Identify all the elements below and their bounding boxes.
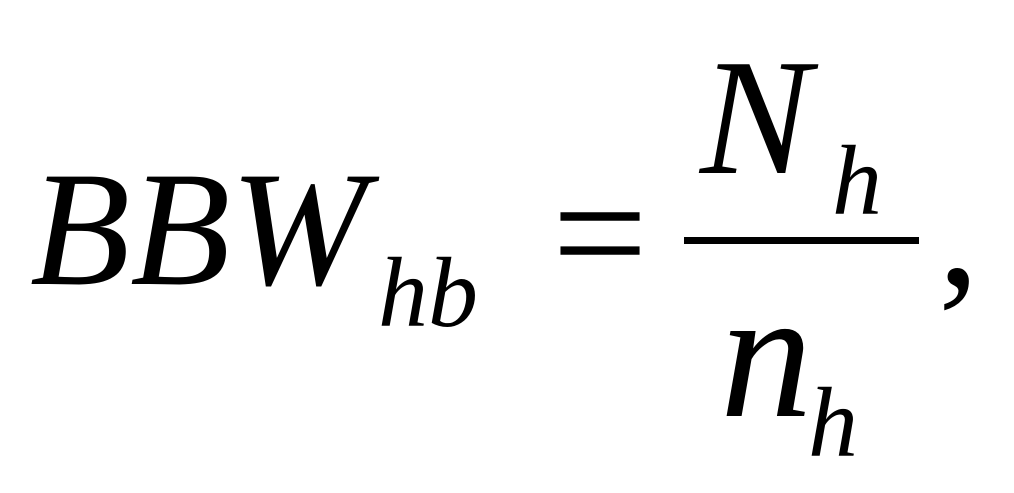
equals-sign: = — [552, 139, 648, 327]
denominator-subscript: h — [808, 367, 858, 478]
trailing-comma: , — [938, 138, 979, 321]
denominator-base: n — [720, 252, 813, 457]
numerator-subscript: h — [832, 125, 882, 236]
lhs-subscript: hb — [378, 237, 478, 348]
lhs-base: BBW — [30, 139, 380, 320]
numerator-base: N — [698, 25, 819, 209]
fraction-bar — [684, 237, 919, 244]
